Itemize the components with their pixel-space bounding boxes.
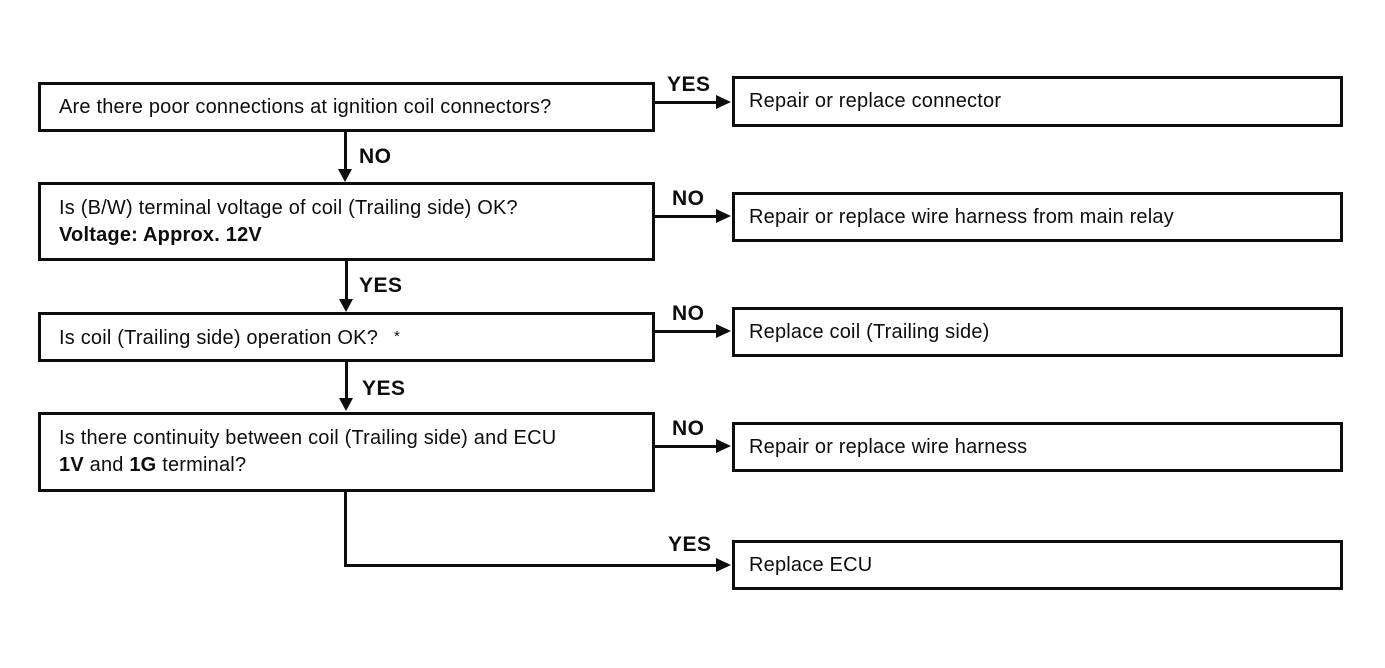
question-box-1: Are there poor connections at ignition c… <box>38 82 655 132</box>
action-2-text: Repair or replace wire harness from main… <box>749 205 1174 228</box>
action-box-4: Repair or replace wire harness <box>732 422 1343 472</box>
arrow-q1-to-a1 <box>655 101 718 104</box>
arrow-q4-final-horizontal <box>344 564 718 567</box>
action-1-text: Repair or replace connector <box>749 90 1002 112</box>
action-3-text: Replace coil (Trailing side) <box>749 320 990 343</box>
arrow-q3-to-q4 <box>345 362 348 400</box>
arrowhead-right-icon <box>716 209 731 223</box>
question-2-text: Is (B/W) terminal voltage of coil (Trail… <box>59 196 518 219</box>
branch-label-q4-yes: YES <box>668 533 712 556</box>
branch-label-q2-no: NO <box>672 187 705 210</box>
arrow-q4-final-vertical <box>344 492 347 567</box>
footnote-asterisk: * <box>394 327 401 345</box>
arrowhead-right-icon <box>716 439 731 453</box>
question-3-text: Is coil (Trailing side) operation OK? <box>59 326 379 349</box>
arrow-q2-to-a2 <box>655 215 718 218</box>
action-5-text: Replace ECU <box>749 553 873 576</box>
arrow-q4-to-a4 <box>655 445 718 448</box>
branch-label-q4-no: NO <box>672 417 705 440</box>
arrowhead-right-icon <box>716 558 731 572</box>
action-box-3: Replace coil (Trailing side) <box>732 307 1343 357</box>
arrowhead-down-icon <box>339 299 353 312</box>
arrowhead-down-icon <box>338 169 352 182</box>
question-box-4: Is there continuity between coil (Traili… <box>38 412 655 492</box>
action-box-1: Repair or replace connector <box>732 76 1343 127</box>
question-4-line2: 1V and 1G terminal? <box>59 452 642 479</box>
arrowhead-right-icon <box>716 95 731 109</box>
branch-label-q3-no: NO <box>672 302 705 325</box>
arrow-q3-to-a3 <box>655 330 718 333</box>
question-box-2: Is (B/W) terminal voltage of coil (Trail… <box>38 182 655 261</box>
arrowhead-down-icon <box>339 398 353 411</box>
arrow-q1-to-q2 <box>344 132 347 171</box>
question-3-line: Is coil (Trailing side) operation OK? * <box>59 323 642 352</box>
action-4-text: Repair or replace wire harness <box>749 435 1028 458</box>
arrowhead-right-icon <box>716 324 731 338</box>
question-2-spec: Voltage: Approx. 12V <box>59 223 262 246</box>
terminal-1v-label: 1V <box>59 454 84 476</box>
question-box-3: Is coil (Trailing side) operation OK? * <box>38 312 655 362</box>
branch-label-q1-no: NO <box>359 145 392 168</box>
question-1-text: Are there poor connections at ignition c… <box>59 95 552 118</box>
question-4-line2-mid: and <box>83 454 130 476</box>
branch-label-q3-yes: YES <box>362 377 406 400</box>
branch-label-q2-yes: YES <box>359 274 403 297</box>
action-box-5: Replace ECU <box>732 540 1343 590</box>
question-4-text: Is there continuity between coil (Traili… <box>59 427 557 449</box>
branch-label-q1-yes: YES <box>667 73 711 96</box>
terminal-1g-label: 1G <box>129 454 157 476</box>
question-4-line2-end: terminal? <box>156 454 247 476</box>
arrow-q2-to-q3 <box>345 261 348 300</box>
action-box-2: Repair or replace wire harness from main… <box>732 192 1343 242</box>
